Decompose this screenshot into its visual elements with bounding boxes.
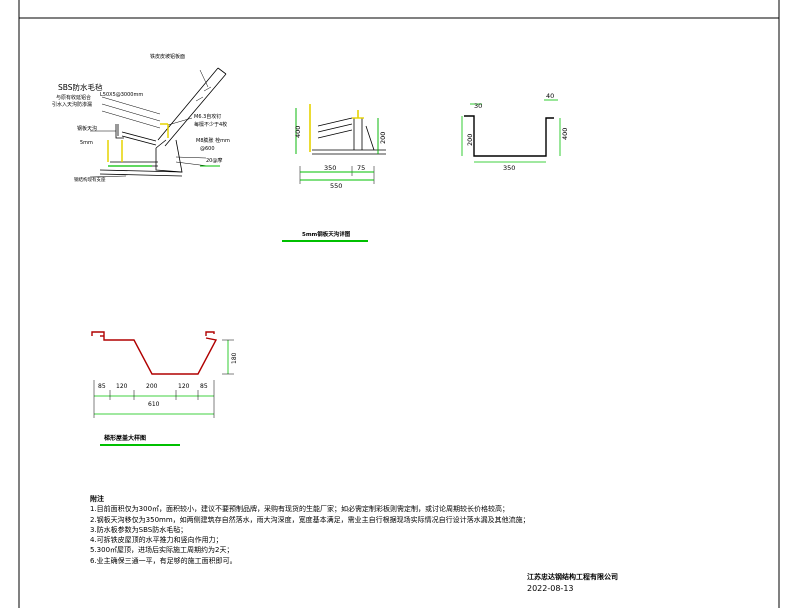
drawing-date: 2022-08-13: [527, 584, 574, 593]
detail-b-color-marks: [295, 104, 379, 181]
detail-d-caption-underline: [100, 444, 180, 446]
note-line-3: 3.防水板参数为SBS防水毛毡；: [90, 525, 188, 534]
note-line-2: 2.钢板天沟移仅为350mm，如两侧建筑存自然落水，雨大沟深度，宽度基本满足，需…: [90, 515, 530, 524]
label-m63a: M6.3自攻钉: [194, 113, 221, 120]
label-m63b: 每檩不少于4枚: [194, 121, 227, 128]
dim-d-120b: 120: [178, 383, 190, 390]
dim-b-550: 550: [330, 182, 342, 190]
dim-c-200: 200: [466, 134, 474, 146]
detail-c-labels: 30 40 400 200 350: [466, 92, 569, 172]
label-sbs-sub1: 与原有收延铝合: [56, 94, 91, 101]
label-bolt: M8膨胀 栓mm: [196, 137, 230, 144]
label-spacing: @600: [200, 146, 215, 152]
dim-d-200: 200: [146, 383, 158, 390]
note-line-1: 1.目前面积仅为300㎡，面积较小，建议不要预制品牌，采购有现货的生能厂家；如必…: [90, 505, 510, 514]
dim-d-610: 610: [148, 401, 160, 408]
detail-d-caption: 梯形屋盖大样图: [104, 434, 146, 442]
label-thick: 5mm: [80, 140, 93, 146]
label-support: 钢结构现有支座: [74, 176, 106, 183]
dim-d-85b: 85: [200, 383, 208, 390]
label-parapet: 铁皮皮坡铝板面: [150, 53, 185, 60]
dim-b-200: 200: [379, 132, 387, 144]
detail-a-color-marks: [107, 123, 220, 167]
dim-b-75: 75: [357, 164, 365, 172]
dim-d-85a: 85: [98, 383, 106, 390]
detail-a-labels: 铁皮皮坡铝板面 SBS防水毛毡 与原有收延铝合 引水入天沟防渗漏 L50X5@3…: [52, 53, 230, 183]
detail-b-caption-underline: [282, 240, 368, 242]
note-line-5: 5.300㎡屋顶，进场后实际施工周期约为2天；: [90, 546, 234, 555]
company-name: 江苏忠达钢结构工程有限公司: [527, 573, 618, 581]
dim-d-120a: 120: [116, 383, 128, 390]
dim-c-400: 400: [561, 128, 569, 140]
label-sbs: SBS防水毛毡: [58, 82, 103, 92]
notes-heading: 附注: [90, 495, 104, 503]
detail-d-dim-ticks: [93, 339, 234, 418]
detail-b-labels: 400 200 350 75 550 5mm钢板天沟详图: [294, 126, 387, 238]
notes-block: 附注 1.目前面积仅为300㎡，面积较小，建议不要预制品牌，采购有现货的生能厂家…: [90, 494, 650, 566]
label-sbs-sub2: 引水入天沟防渗漏: [52, 101, 92, 108]
detail-c-profile: [464, 115, 554, 157]
dim-c-40: 40: [546, 92, 554, 100]
dim-d-180: 180: [231, 352, 238, 364]
dim-c-350: 350: [503, 164, 515, 172]
dim-b-400: 400: [294, 126, 302, 138]
label-gutter: 钢板天沟: [77, 125, 97, 132]
detail-b-caption: 5mm钢板天沟详图: [302, 230, 351, 238]
label-zero: 20@摩: [206, 157, 222, 164]
detail-d-dims: [94, 340, 229, 415]
detail-c-dims: [461, 99, 561, 163]
note-line-4: 4.可拆铁皮屋顶的水平推力和竖向作用力；: [90, 536, 223, 545]
detail-d-profile: [91, 331, 218, 375]
label-angle: L50X5@3000mm: [100, 92, 143, 98]
dim-c-30: 30: [474, 102, 482, 110]
detail-d-labels: 180 85 120 200 120 85 610 梯形屋盖大样图: [98, 352, 238, 442]
note-line-6: 6.业主确保三通一平，有足够的施工面积即可。: [90, 556, 237, 565]
dim-b-350: 350: [324, 164, 336, 172]
